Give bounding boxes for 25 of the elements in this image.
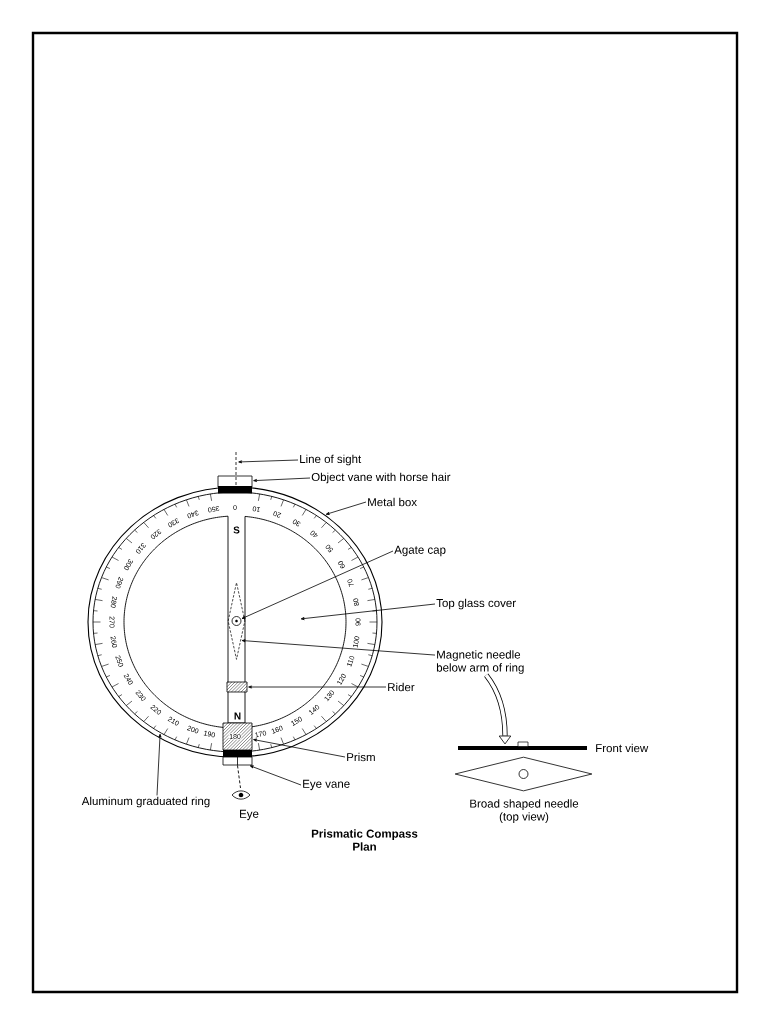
part-label: Eye bbox=[240, 809, 259, 821]
leader-line bbox=[238, 459, 299, 464]
part-label: Metal box bbox=[368, 497, 417, 507]
leader-line bbox=[253, 477, 311, 482]
part-label: Eye vane bbox=[303, 779, 350, 791]
eye-vane bbox=[222, 756, 253, 766]
leader-line bbox=[325, 501, 367, 515]
caption: Prismatic Compass Plan bbox=[311, 829, 418, 851]
leader-line bbox=[156, 733, 162, 796]
part-label: Top glass cover bbox=[436, 598, 516, 610]
part-label: Object vane with horse hair bbox=[311, 472, 451, 484]
arrow bbox=[484, 673, 512, 745]
part-label: Agate cap bbox=[394, 545, 446, 557]
prism bbox=[222, 722, 253, 751]
view-label: Front view bbox=[596, 743, 649, 753]
needle-front-view bbox=[458, 741, 587, 750]
part-label: Prism bbox=[347, 752, 375, 762]
part-label: Magnetic needle below arm of ring bbox=[436, 650, 524, 674]
leader-line bbox=[253, 738, 346, 758]
part-label: Rider bbox=[388, 682, 415, 692]
part-label: Aluminum graduated ring bbox=[81, 796, 210, 808]
leader-line bbox=[249, 765, 302, 786]
view-label: Broad shaped needle (top view) bbox=[470, 799, 579, 823]
needle-top-view bbox=[454, 756, 593, 792]
part-label: Line of sight bbox=[300, 454, 362, 466]
